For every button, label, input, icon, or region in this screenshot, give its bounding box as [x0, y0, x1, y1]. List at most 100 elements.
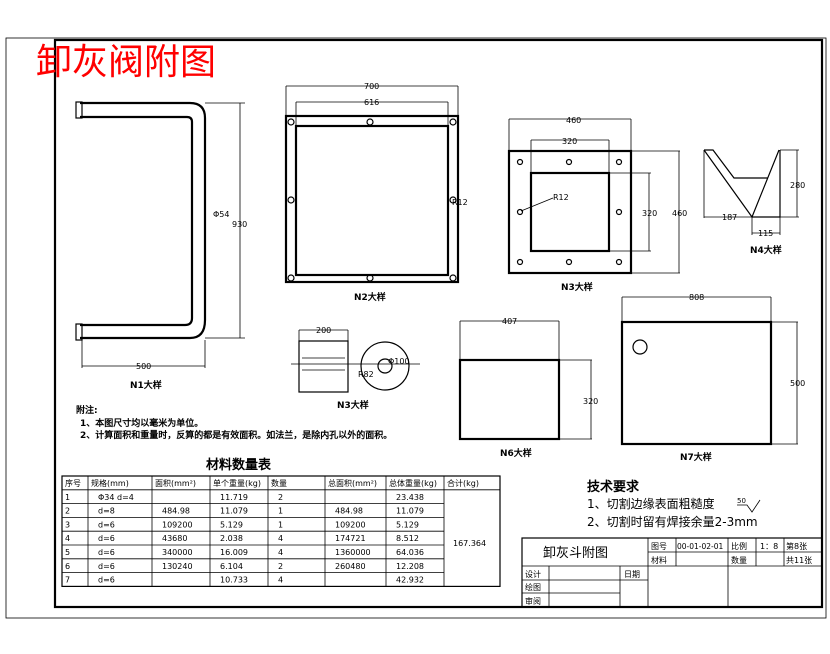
label-n7: N7大样 — [680, 451, 712, 463]
table-cell: 260480 — [335, 562, 366, 571]
label-n3-flange: N3大样 — [337, 399, 369, 411]
table-cell: 130240 — [162, 562, 193, 571]
table-cell: 5.129 — [220, 520, 243, 529]
sheet-number: 第8张 — [786, 541, 807, 551]
dim-n2-radius: R12 — [452, 198, 468, 207]
table-cell: 16.009 — [220, 548, 248, 557]
dim-n3-outer-width: 460 — [566, 116, 581, 125]
table-cell: 174721 — [335, 534, 366, 543]
dim-n3-radius: R12 — [553, 193, 569, 202]
label-n6: N6大样 — [500, 447, 532, 459]
table-cell: d=6 — [98, 576, 115, 585]
notes: 附注: 1、本图尺寸均以毫米为单位。 2、计算面积和重量时，反算的都是有效面积。… — [76, 404, 392, 441]
table-cell: 484.98 — [335, 507, 363, 516]
dim-n2-outer: 700 — [364, 82, 379, 91]
table-cell: 11.079 — [396, 507, 424, 516]
date-label: 日期 — [624, 570, 640, 579]
roughness-value: 50 — [737, 497, 746, 505]
dim-n1-width: 500 — [136, 362, 151, 371]
dim-n1-height: 930 — [232, 220, 247, 229]
note-1: 1、本图尺寸均以毫米为单位。 — [80, 417, 203, 429]
table-cell: d=8 — [98, 507, 115, 516]
view-n6: 407 320 N6大样 — [458, 317, 598, 459]
dim-n4-bottom: 115 — [758, 229, 773, 238]
table-title: 材料数量表 — [206, 457, 272, 473]
table-cell: 4 — [278, 534, 283, 543]
label-n4: N4大样 — [750, 244, 782, 256]
label-n2: N2大样 — [354, 291, 386, 303]
dim-n7-width: 808 — [689, 293, 704, 302]
drawn-label: 绘图 — [525, 582, 541, 592]
table-cell: 109200 — [335, 520, 366, 529]
table-cell: 484.98 — [162, 507, 190, 516]
inner-frame — [53, 38, 824, 609]
view-n4: 280 187 115 N4大样 — [703, 149, 805, 256]
scale-label: 比例 — [731, 541, 747, 551]
dim-n6-height: 320 — [583, 397, 598, 406]
material-label: 材料 — [651, 555, 667, 565]
table-header: 面积(mm²) — [155, 478, 196, 488]
dim-n1-dia: Φ54 — [213, 210, 229, 219]
table-cell: d=6 — [98, 548, 115, 557]
table-cell: 43680 — [162, 534, 187, 543]
outer-frame — [5, 37, 827, 619]
quantity-label: 数量 — [731, 555, 747, 565]
tech-requirements: 技术要求 1、切割边缘表面粗糙度 50 2、切割时留有焊接余量2-3mm — [587, 479, 761, 529]
label-n1: N1大样 — [130, 379, 162, 391]
review-label: 审阅 — [525, 596, 541, 606]
table-cell: 1 — [278, 507, 283, 516]
table-cell: d=6 — [98, 562, 115, 571]
tech-item-2: 2、切割时留有焊接余量2-3mm — [587, 514, 758, 529]
tech-item-1: 1、切割边缘表面粗糙度 — [587, 496, 715, 511]
table-cell: d=6 — [98, 534, 115, 543]
table-cell: 6 — [65, 562, 70, 571]
dim-flange-hole: Φ100 — [388, 357, 410, 366]
table-header: 序号 — [65, 478, 81, 488]
dim-n3-inner-height: 320 — [642, 209, 657, 218]
table-header: 数量 — [271, 478, 287, 488]
table-cell: 2 — [65, 507, 70, 516]
dim-n7-height: 500 — [790, 379, 805, 388]
dim-n4-height: 280 — [790, 181, 805, 190]
table-cell: 4 — [65, 534, 70, 543]
dim-n3-outer-height: 460 — [672, 209, 687, 218]
view-n3: 460 320 R12 320 460 N3大样 — [507, 116, 687, 293]
dim-flange-width: 200 — [316, 326, 331, 335]
total-sheets: 共11张 — [786, 556, 812, 565]
table-cell: 2.038 — [220, 534, 243, 543]
view-n2: 700 616 R12 N2大样 — [284, 82, 468, 303]
table-cell: d=6 — [98, 520, 115, 529]
dim-flange-radius: R82 — [358, 370, 374, 379]
table-cell: 1 — [65, 493, 70, 502]
drawing-name: 卸灰斗附图 — [543, 545, 608, 561]
table-cell: 64.036 — [396, 548, 424, 557]
table-header: 总面积(mm²) — [328, 478, 377, 488]
table-cell: 11.719 — [220, 493, 248, 502]
table-cell: 340000 — [162, 548, 193, 557]
table-cell: 5.129 — [396, 520, 419, 529]
table-cell: Φ34 d=4 — [98, 493, 134, 502]
table-cell: 10.733 — [220, 576, 248, 585]
dim-n2-inner: 616 — [364, 98, 379, 107]
table-cell: 5 — [65, 548, 70, 557]
title-block: 卸灰斗附图 图号 00-01-02-01 比例 1：8 第8张 材料 数量 共1… — [521, 537, 823, 608]
table-cell: 1360000 — [335, 548, 371, 557]
table-cell: 23.438 — [396, 493, 424, 502]
view-n3-flange: 200 Φ100 R82 N3大样 — [291, 326, 420, 411]
red-title: 卸灰阀附图 — [36, 42, 216, 83]
notes-heading: 附注: — [76, 404, 98, 416]
table-cell: 8.512 — [396, 534, 419, 543]
table-cell: 3 — [65, 520, 70, 529]
roughness-symbol-icon — [737, 499, 761, 513]
table-cell: 1 — [278, 520, 283, 529]
table-cell: 109200 — [162, 520, 193, 529]
table-total: 167.364 — [453, 539, 486, 548]
scale-value: 1：8 — [760, 542, 778, 551]
drawing-no-label: 图号 — [651, 542, 667, 551]
dim-n4-left: 187 — [722, 213, 737, 222]
tech-heading: 技术要求 — [587, 479, 640, 495]
drawing-no: 00-01-02-01 — [677, 542, 724, 551]
dim-n3-inner-width: 320 — [562, 137, 577, 146]
